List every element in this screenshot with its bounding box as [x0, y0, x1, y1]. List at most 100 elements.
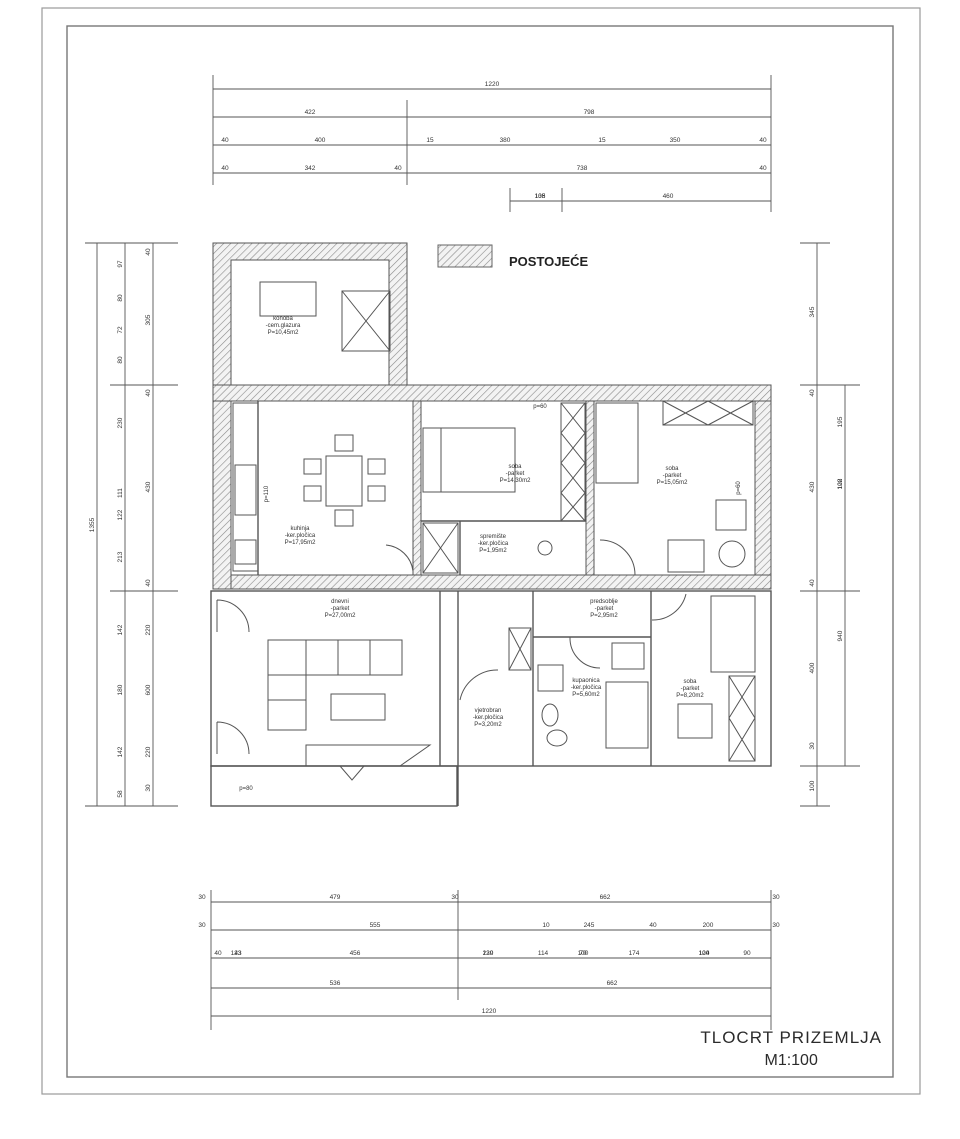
dim-right-2: 108	[837, 478, 844, 489]
room-name-predsoblje: predsoblje	[590, 599, 618, 605]
room-name-dnevni: dnevni	[331, 599, 349, 605]
dim-bottom-3: 104	[699, 950, 710, 957]
room-finish-kuhinja: -ker.pločica	[285, 533, 316, 539]
dim-bottom-2: 200	[703, 922, 714, 929]
dim-top-2: 380	[500, 137, 511, 144]
room-finish-soba2: -parket	[663, 473, 682, 479]
dim-top-1: 422	[305, 109, 316, 116]
dim-left-1: 213	[117, 551, 124, 562]
room-finish-konoba: -cem.glazura	[266, 323, 301, 329]
legend-swatch	[437, 244, 493, 268]
dim-bottom-2: 30	[198, 922, 206, 929]
room-name-soba2: soba	[665, 466, 679, 472]
room-area-konoba: P=10,45m2	[268, 330, 300, 336]
dim-bottom-1: 30	[451, 894, 459, 901]
dim-bottom-3: 456	[350, 950, 361, 957]
dim-bottom-total: 1220	[482, 1008, 497, 1015]
dim-top-4: 460	[663, 193, 674, 200]
dim-right-1: 400	[809, 662, 816, 673]
room-area-vjetrobran: P=3,20m2	[474, 722, 502, 728]
dim-top-3: 40	[759, 165, 767, 172]
room-name-spremiste: spremište	[480, 534, 507, 540]
room-area-soba2: P=15,05m2	[657, 480, 689, 486]
room-finish-dnevni: -parket	[331, 606, 350, 612]
outer-frame	[41, 7, 921, 1095]
dim-left-1: 122	[117, 509, 124, 520]
dim-bottom-3: 40	[214, 950, 222, 957]
dim-left-2: 40	[145, 389, 152, 397]
dim-bottom-1: 30	[198, 894, 206, 901]
dim-bottom-3: 70	[579, 950, 587, 957]
dim-top-3: 40	[221, 165, 229, 172]
dim-right-2: 195	[837, 416, 844, 427]
room-finish-kupaonica: -ker.pločica	[571, 685, 602, 691]
room-area-kupaonica: P=5,60m2	[572, 692, 600, 698]
dim-left-1: 97	[117, 260, 124, 268]
dim-bottom-3: 130	[483, 950, 494, 957]
dim-left-1: 142	[117, 746, 124, 757]
room-finish-predsoblje: -parket	[595, 606, 614, 612]
dim-right-1: 40	[809, 579, 816, 587]
dim-left-2: 220	[145, 746, 152, 757]
dim-left-1: 142	[117, 624, 124, 635]
dim-left-2: 30	[145, 784, 152, 792]
dim-right-1: 30	[809, 742, 816, 750]
legend-label: POSTOJEĆE	[509, 254, 589, 269]
room-name-vjetrobran: vjetrobran	[475, 708, 502, 714]
dim-right-2: 940	[837, 630, 844, 641]
room-area-spremiste: P=1,95m2	[479, 548, 507, 554]
dim-top-2: 40	[759, 137, 767, 144]
dim-bottom-4: 662	[607, 980, 618, 987]
dim-top-total: 1220	[485, 81, 500, 88]
dim-top-2: 15	[426, 137, 434, 144]
dim-bottom-3: 100	[578, 950, 589, 957]
dimension-lines	[85, 75, 860, 1030]
room-name-kupaonica: kupaonica	[572, 678, 600, 684]
dim-bottom-2: 555	[370, 922, 381, 929]
dim-bottom-2: 30	[772, 922, 780, 929]
room-name-konoba: konoba	[273, 316, 293, 322]
dim-right-1: 345	[809, 306, 816, 317]
dim-left-2: 305	[145, 314, 152, 325]
dim-bottom-1: 30	[772, 894, 780, 901]
dim-bottom-2: 40	[649, 922, 657, 929]
drawing-scale: M1:100	[764, 1052, 818, 1069]
dim-bottom-3: 229	[483, 950, 494, 957]
room-finish-spremiste: -ker.pločica	[478, 541, 509, 547]
room-finish-vjetrobran: -ker.pločica	[473, 715, 504, 721]
dim-left-1: 80	[117, 356, 124, 364]
dim-bottom-3: 174	[629, 950, 640, 957]
dim-bottom-3: 123	[231, 950, 242, 957]
opening-label: p=60	[736, 481, 742, 495]
opening-label: p=60	[533, 404, 547, 410]
dim-top-3: 342	[305, 165, 316, 172]
room-finish-soba3: -parket	[681, 686, 700, 692]
dim-top-3: 40	[394, 165, 402, 172]
room-area-soba1: P=14,30m2	[500, 478, 532, 484]
title-block: TLOCRT PRIZEMLJA M1:100	[700, 1028, 882, 1070]
dim-top-1: 798	[584, 109, 595, 116]
dim-right-1: 100	[809, 780, 816, 791]
dim-bottom-1: 662	[600, 894, 611, 901]
dim-bottom-2: 10	[542, 922, 550, 929]
room-name-kuhinja: kuhinja	[290, 526, 310, 532]
dim-left-outer: 1355	[89, 517, 96, 532]
room-finish-soba1: -parket	[506, 471, 525, 477]
dim-top-4: 108	[535, 193, 546, 200]
dim-left-1: 180	[117, 684, 124, 695]
room-area-predsoblje: P=2,95m2	[590, 613, 618, 619]
opening-label: p=80	[239, 786, 253, 792]
room-name-soba1: soba	[508, 464, 522, 470]
room-area-dnevni: P=27,00m2	[325, 613, 357, 619]
dim-left-2: 220	[145, 624, 152, 635]
dim-right-1: 40	[809, 389, 816, 397]
dim-left-1: 80	[117, 294, 124, 302]
dim-left-2: 40	[145, 579, 152, 587]
dim-left-1: 58	[117, 790, 124, 798]
opening-label: p=110	[264, 485, 270, 502]
dim-top-4: 135	[535, 193, 546, 200]
dim-right-2: 122	[837, 478, 844, 489]
dim-left-2: 40	[145, 248, 152, 256]
room-area-kuhinja: P=17,95m2	[285, 540, 317, 546]
